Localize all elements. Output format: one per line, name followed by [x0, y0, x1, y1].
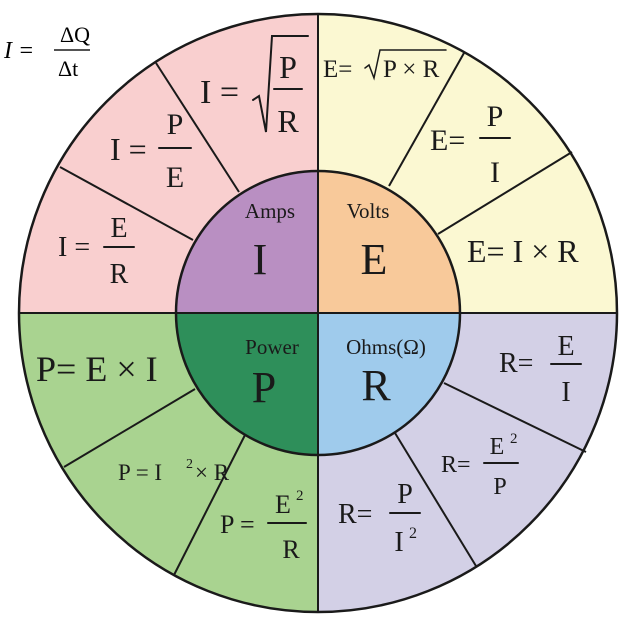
formula-ohms-e-squared-over-p: R= E 2 P [441, 431, 519, 500]
divider-volts-2 [437, 151, 573, 235]
formula-denominator: R [277, 103, 299, 139]
amps-inner-sector [176, 171, 318, 313]
formula-power-e-squared-over-r: P = E 2 R [220, 488, 307, 564]
formula-power-e-times-i: P= E × I [36, 349, 158, 389]
formula-lhs: P = [220, 510, 255, 539]
charge-formula-numerator: ΔQ [60, 22, 90, 47]
formula-lhs: R= [338, 499, 372, 530]
formula-tail: × R [195, 460, 230, 485]
formula-numerator: E [490, 434, 505, 460]
formula-lhs: E= [430, 124, 465, 157]
amps-label: Amps [245, 199, 295, 223]
formula-volts-sqrt-p-times-r: E= P × R [323, 49, 447, 83]
divider-ohms-1 [443, 382, 587, 453]
formula-lhs: I = [110, 131, 147, 167]
formula-volts-i-times-r: E= I × R [467, 233, 579, 269]
divider-amps-1 [155, 62, 240, 193]
formula-numerator: P [279, 49, 297, 85]
power-label: Power [245, 335, 299, 359]
formula-denominator: I [490, 156, 500, 189]
charge-formula-lhs: I = [3, 38, 34, 64]
formula-denominator: R [110, 259, 129, 290]
divider-ohms-2 [394, 432, 477, 567]
formula-denominator-exponent: 2 [409, 525, 417, 542]
formula-denominator: I [394, 527, 403, 558]
formula-lhs: I = [200, 74, 239, 111]
charge-formula-denominator: Δt [58, 56, 78, 81]
ohms-inner-sector [318, 313, 460, 455]
formula-numerator-exponent: 2 [510, 431, 518, 447]
ohms-symbol: R [361, 361, 391, 410]
formula-lhs: E= [323, 56, 352, 83]
formula-ohms-e-over-i: R= E I [499, 331, 582, 408]
volts-label: Volts [347, 199, 390, 223]
formula-denominator: R [282, 535, 300, 564]
formula-radicand: P × R [383, 56, 440, 83]
formula-amps-p-over-e: I = P E [110, 108, 192, 194]
charge-current-formula: I = ΔQ Δt [3, 22, 90, 81]
formula-denominator: I [561, 377, 570, 408]
formula-numerator-exponent: 2 [296, 488, 304, 504]
formula-lhs: R= [499, 348, 533, 379]
power-inner-sector [176, 313, 318, 455]
formula-text: E= I × R [467, 233, 579, 269]
formula-exponent: 2 [186, 457, 193, 472]
formula-text: P= E × I [36, 349, 158, 389]
formula-numerator: E [110, 213, 127, 244]
formula-base: P = I [118, 460, 162, 485]
formula-lhs: I = [58, 232, 90, 263]
formula-numerator: P [487, 100, 504, 133]
formula-power-i-squared-times-r: P = I 2 × R [118, 457, 230, 485]
formula-numerator: E [557, 331, 574, 362]
radical-sign [364, 49, 447, 81]
formula-numerator: E [275, 490, 291, 519]
amps-symbol: I [253, 235, 268, 284]
formula-amps-sqrt-p-over-r: I = P R [200, 35, 309, 139]
formula-ohms-p-over-i-squared: R= P I 2 [338, 479, 421, 558]
formula-numerator: P [397, 479, 413, 510]
volts-inner-sector [318, 171, 460, 313]
outer-ring [17, 12, 619, 614]
formula-denominator: E [166, 161, 184, 194]
ohms-label: Ohms(Ω) [346, 335, 426, 359]
power-symbol: P [252, 363, 276, 412]
divider-power-2 [63, 388, 196, 468]
formula-amps-e-over-r: I = E R [58, 213, 135, 290]
formula-numerator: P [167, 108, 184, 141]
volts-symbol: E [361, 235, 388, 284]
radical-sign [252, 35, 309, 133]
sector-dividers [19, 14, 617, 612]
divider-amps-2 [59, 166, 194, 241]
divider-volts-1 [388, 52, 465, 187]
formula-denominator: P [493, 474, 506, 500]
divider-power-1 [173, 434, 246, 576]
formula-lhs: R= [441, 452, 471, 478]
formula-volts-p-over-i: E= P I [430, 100, 511, 189]
